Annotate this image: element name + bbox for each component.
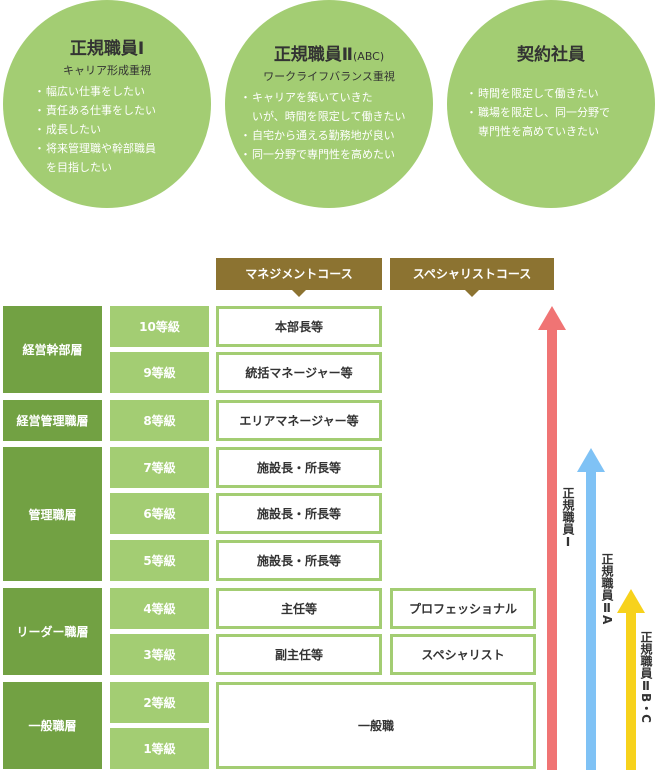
position-facility-head: 施設長・所長等 — [216, 540, 382, 581]
circle-title-main: 正規職員Ⅱ — [273, 45, 354, 65]
position-facility-head: 施設長・所長等 — [216, 447, 382, 488]
grade-2: 2等級 — [110, 682, 209, 723]
circle-regular-1: 正規職員Ⅰ キャリア形成重視 幅広い仕事をしたい 責任ある仕事をしたい 成長した… — [3, 0, 211, 208]
circle-regular-2: 正規職員Ⅱ(ABC) ワークライフバランス重視 キャリアを築いていきた いが、時… — [225, 0, 433, 208]
circle-list: 時間を限定して働きたい 職場を限定し、同一分野で 専門性を高めていきたい — [466, 84, 610, 141]
position-area-manager: エリアマネージャー等 — [216, 400, 382, 441]
list-item: 職場を限定し、同一分野で 専門性を高めていきたい — [466, 103, 610, 141]
position-chief: 主任等 — [216, 588, 382, 629]
layer-executive: 経営幹部層 — [3, 306, 102, 393]
list-item: 将来管理職や幹部職員 を目指したい — [34, 139, 156, 177]
arrow-label: 正規職員Ⅰ — [561, 487, 575, 549]
circle-contract: 契約社員 時間を限定して働きたい 職場を限定し、同一分野で 専門性を高めていきた… — [447, 0, 655, 208]
position-facility-head: 施設長・所長等 — [216, 493, 382, 534]
list-item: 自宅から通える勤務地が良い — [240, 126, 405, 145]
grade-4: 4等級 — [110, 588, 209, 629]
grade-6: 6等級 — [110, 493, 209, 534]
grade-7: 7等級 — [110, 447, 209, 488]
position-general-manager: 統括マネージャー等 — [216, 352, 382, 393]
circle-title: 正規職員Ⅰ — [69, 39, 145, 59]
management-course-header: マネジメントコース — [216, 258, 382, 297]
arrow-shaft — [547, 329, 557, 770]
arrow-head — [577, 448, 605, 472]
layer-general: 一般職層 — [3, 682, 102, 769]
grade-3: 3等級 — [110, 634, 209, 675]
grade-5: 5等級 — [110, 540, 209, 581]
circle-list: キャリアを築いていきた いが、時間を限定して働きたい 自宅から通える勤務地が良い… — [240, 88, 405, 164]
layer-management: 管理職層 — [3, 447, 102, 581]
circle-list: 幅広い仕事をしたい 責任ある仕事をしたい 成長したい 将来管理職や幹部職員 を目… — [34, 82, 156, 177]
grade-9: 9等級 — [110, 352, 209, 393]
position-specialist: スペシャリスト — [390, 634, 536, 675]
grade-8: 8等級 — [110, 400, 209, 441]
layer-leader: リーダー職層 — [3, 588, 102, 675]
grade-10: 10等級 — [110, 306, 209, 347]
list-item: 成長したい — [34, 120, 156, 139]
position-professional: プロフェッショナル — [390, 588, 536, 629]
arrow-label: 正規職員ⅡA — [600, 553, 614, 625]
arrow-shaft — [626, 612, 636, 770]
arrow-head — [538, 306, 566, 330]
arrow-label: 正規職員ⅡB・C — [639, 631, 653, 723]
position-general-staff: 一般職 — [216, 682, 536, 769]
circle-subtitle: キャリア形成重視 — [63, 64, 151, 77]
grade-1: 1等級 — [110, 728, 209, 769]
arrow-head — [617, 589, 645, 613]
position-division-head: 本部長等 — [216, 306, 382, 347]
circle-title: 契約社員 — [517, 45, 585, 65]
list-item: 時間を限定して働きたい — [466, 84, 610, 103]
position-deputy-chief: 副主任等 — [216, 634, 382, 675]
list-item: 同一分野で専門性を高めたい — [240, 145, 405, 164]
circle-title-suffix: (ABC) — [353, 50, 385, 63]
list-item: 幅広い仕事をしたい — [34, 82, 156, 101]
arrow-shaft — [586, 471, 596, 770]
circle-subtitle: ワークライフバランス重視 — [263, 70, 395, 83]
layer-exec-management: 経営管理職層 — [3, 400, 102, 441]
list-item: 責任ある仕事をしたい — [34, 101, 156, 120]
specialist-course-header: スペシャリストコース — [390, 258, 554, 297]
circle-title: 正規職員Ⅱ(ABC) — [225, 40, 433, 65]
list-item: キャリアを築いていきた いが、時間を限定して働きたい — [240, 88, 405, 126]
